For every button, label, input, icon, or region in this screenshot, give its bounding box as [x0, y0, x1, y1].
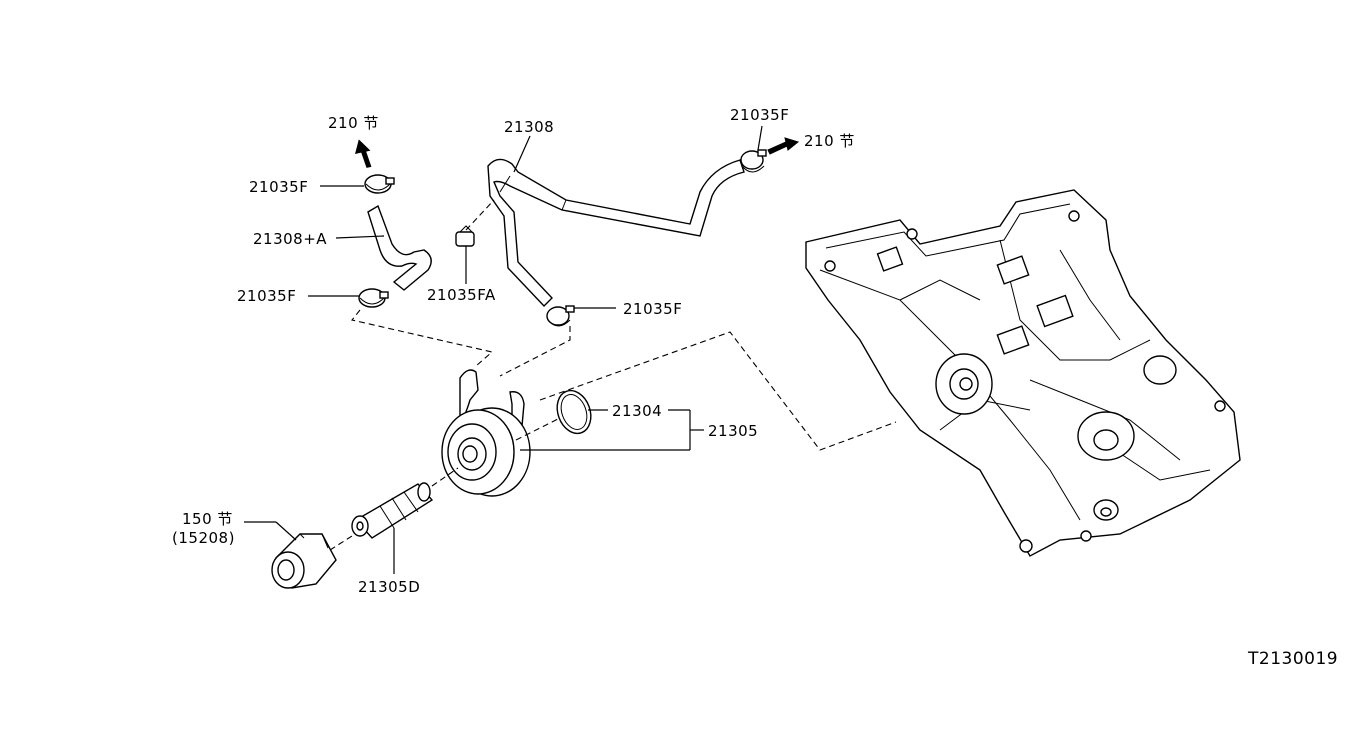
label-15208: (15208): [172, 529, 235, 547]
label-21035f-2: 21035F: [237, 287, 296, 305]
diagram-id: T2130019: [1247, 649, 1338, 669]
oil-cooler: [441, 369, 531, 497]
arrow-up-icon: [355, 139, 372, 168]
transmission-case: [805, 189, 1241, 557]
o-ring-21304: [556, 389, 592, 435]
label-21035f-1: 21035F: [249, 178, 308, 196]
oil-filter: [271, 533, 337, 589]
hose-clamp-lower-right: [546, 305, 575, 327]
ref-210-right: 210 节: [804, 132, 855, 150]
label-150: 150 节: [182, 510, 233, 528]
hose-clamp-right-top: [740, 149, 767, 173]
label-21035f-3: 21035F: [730, 106, 789, 124]
hose-21308a: [367, 204, 432, 291]
label-21035fa: 21035FA: [427, 286, 496, 304]
label-21035f-4: 21035F: [623, 300, 682, 318]
label-21305d: 21305D: [358, 578, 420, 596]
hose-clamp-lower-left: [358, 288, 389, 308]
connector-bolt-21305d: [351, 482, 434, 539]
label-21305: 21305: [708, 422, 758, 440]
ref-210-top: 210 节: [328, 114, 379, 132]
label-21308a: 21308+A: [253, 230, 327, 248]
arrow-right-icon: [767, 137, 800, 155]
hose-21308: [487, 158, 745, 308]
label-21308: 21308: [504, 118, 554, 136]
hose-clamp-upper-left: [364, 174, 395, 194]
label-21304: 21304: [612, 402, 662, 420]
clip-21035fa: [455, 225, 475, 247]
